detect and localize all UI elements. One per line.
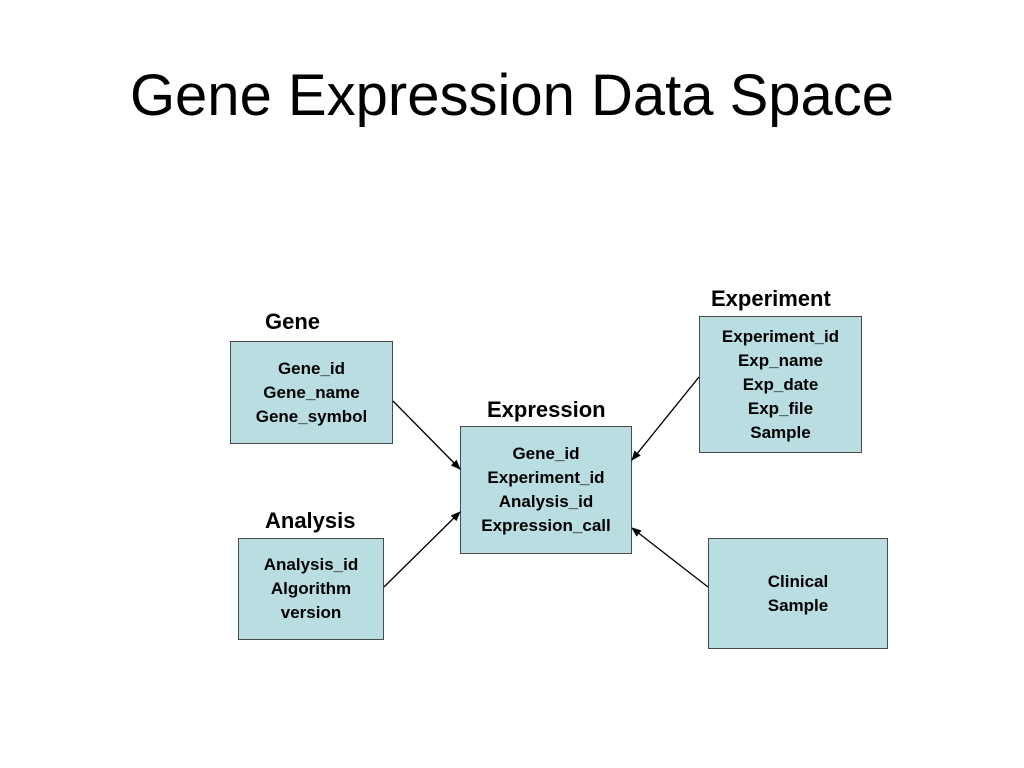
analysis-field: version bbox=[280, 603, 342, 622]
gene-field: Gene_symbol bbox=[255, 406, 368, 426]
expression-entity-box: Gene_id Experiment_id Analysis_id Expres… bbox=[460, 426, 632, 554]
analysis-to-expression-arrow bbox=[383, 511, 461, 588]
analysis-field: Analysis_id bbox=[263, 555, 359, 574]
experiment-field: Exp_name bbox=[737, 350, 824, 370]
page-title: Gene Expression Data Space bbox=[129, 63, 895, 128]
experiment-entity-box: Experiment_id Exp_name Exp_date Exp_file… bbox=[699, 316, 862, 453]
clinical-field: Sample bbox=[767, 595, 829, 615]
experiment-field: Exp_date bbox=[742, 374, 819, 394]
expression-entity-label: Expression bbox=[487, 397, 606, 422]
gene-field: Gene_name bbox=[263, 382, 360, 402]
expression-field: Expression_call bbox=[481, 516, 611, 535]
clinical-field: Clinical bbox=[767, 571, 829, 591]
experiment-to-expression-arrow bbox=[631, 376, 700, 461]
experiment-field: Experiment_id bbox=[721, 326, 840, 346]
gene-entity-label: Gene bbox=[265, 309, 321, 334]
analysis-entity-box: Analysis_id Algorithm version bbox=[238, 538, 384, 640]
experiment-entity-label: Experiment bbox=[711, 286, 831, 311]
expression-field: Analysis_id bbox=[498, 492, 594, 511]
experiment-field: Exp_file bbox=[747, 398, 814, 418]
gene-to-expression-arrow bbox=[392, 400, 461, 470]
analysis-entity-label: Analysis bbox=[265, 508, 356, 533]
expression-field: Experiment_id bbox=[487, 468, 605, 487]
clinical-to-expression-arrow bbox=[631, 527, 709, 588]
analysis-field: Algorithm bbox=[270, 579, 352, 598]
expression-field: Gene_id bbox=[512, 444, 580, 463]
clinical-entity-box: Clinical Sample bbox=[708, 538, 888, 649]
gene-field: Gene_id bbox=[277, 358, 346, 378]
experiment-field: Sample bbox=[750, 422, 811, 442]
gene-entity-box: Gene_id Gene_name Gene_symbol bbox=[230, 341, 393, 444]
